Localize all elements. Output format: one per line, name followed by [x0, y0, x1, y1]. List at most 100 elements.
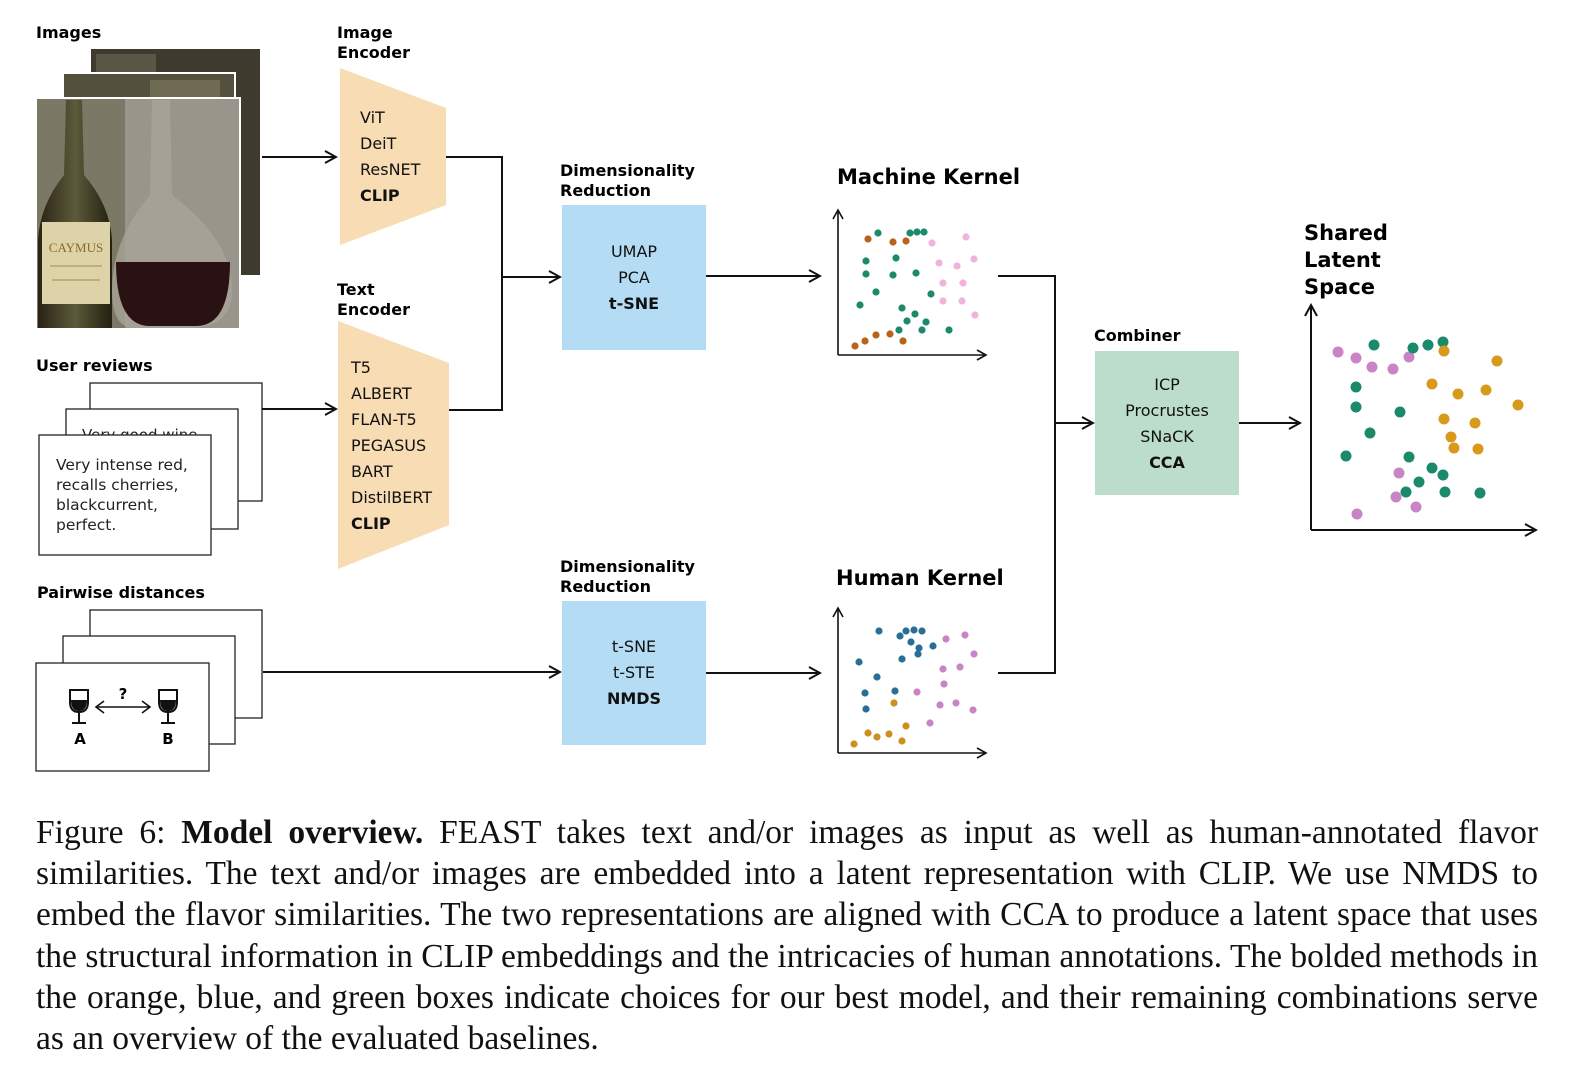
encoder-merge-connector — [446, 156, 503, 411]
machine-kernel-title: Machine Kernel — [837, 165, 1020, 189]
shared-space-point — [1413, 476, 1425, 488]
image-encoder-method: ResNET — [360, 160, 421, 179]
shared-space-point — [1474, 487, 1486, 499]
human-kernel-point — [873, 673, 881, 681]
image-stack: CAYMUS — [35, 47, 262, 330]
machine-kernel-axes — [832, 208, 988, 361]
shared-space-points — [1332, 336, 1524, 520]
shared-space-point — [1452, 388, 1464, 400]
machine-kernel-point — [889, 271, 897, 279]
machine-kernel-point — [862, 257, 870, 265]
machine-kernel-point — [862, 270, 870, 278]
dimred-bottom-method: NMDS — [607, 689, 661, 708]
review-text: Very intense red,recalls cherries,blackc… — [56, 456, 188, 534]
shared-space-point — [1394, 406, 1406, 418]
human-kernel-point — [918, 627, 926, 635]
shared-space-point — [1393, 467, 1405, 479]
dimred-top-box — [562, 205, 706, 350]
machine-kernel-point — [861, 337, 869, 345]
machine-kernel-point — [903, 317, 911, 325]
human-kernel-point — [936, 701, 944, 709]
machine-kernel-point — [971, 311, 979, 319]
pairwise-card-front — [35, 662, 210, 772]
human-kernel-point — [862, 705, 870, 713]
machine-kernel-point — [864, 235, 872, 243]
human-kernel-point — [914, 650, 922, 658]
text-encoder-method: PEGASUS — [351, 436, 426, 455]
combiner-title: Combiner — [1094, 326, 1181, 345]
model-overview-diagram: Images CAYMUS User reviews Very good win… — [35, 23, 1575, 772]
images-label: Images — [36, 23, 101, 42]
shared-space-point — [1512, 399, 1524, 411]
machine-kernel-point — [902, 237, 910, 245]
decanter-wine — [116, 262, 230, 326]
shared-space-point — [1387, 363, 1399, 375]
text-encoder-trapezoid — [338, 321, 449, 569]
machine-kernel-point — [872, 331, 880, 339]
combiner-box — [1095, 351, 1239, 495]
review-text-line: perfect. — [56, 516, 116, 534]
shared-space-point — [1350, 352, 1362, 364]
shared-space-point — [1448, 442, 1460, 454]
machine-kernel-point — [872, 288, 880, 296]
human-kernel-point — [926, 719, 934, 727]
human-kernel-point — [942, 635, 950, 643]
combiner-method: CCA — [1149, 453, 1185, 472]
machine-kernel-point — [889, 238, 897, 246]
shared-space-point — [1491, 355, 1503, 367]
text-encoder-method: BART — [351, 462, 393, 481]
shared-space-title-1: Shared — [1304, 221, 1388, 245]
machine-kernel-point — [912, 269, 920, 277]
machine-kernel-point — [927, 290, 935, 298]
image-encoder-method: ViT — [360, 108, 385, 127]
dimred-bottom-method: t-STE — [613, 663, 655, 682]
shared-space-point — [1437, 469, 1449, 481]
review-card-front — [38, 434, 212, 556]
text-encoder-method: FLAN-T5 — [351, 410, 417, 429]
shared-space-point — [1340, 450, 1352, 462]
pairwise-label-a: A — [74, 730, 86, 748]
human-kernel-point — [850, 740, 858, 748]
shared-space-point — [1438, 413, 1450, 425]
human-kernel-title: Human Kernel — [836, 566, 1004, 590]
human-kernel-point — [898, 655, 906, 663]
shared-space-point — [1426, 462, 1438, 474]
machine-kernel-point — [913, 228, 921, 236]
shared-space-point — [1426, 378, 1438, 390]
shared-space-point — [1351, 508, 1363, 520]
machine-kernel-point — [899, 337, 907, 345]
text-encoder-method: T5 — [350, 358, 371, 377]
human-kernel-point — [902, 722, 910, 730]
text-encoder-method: CLIP — [351, 514, 391, 533]
machine-kernel-point — [920, 228, 928, 236]
machine-kernel-point — [922, 318, 930, 326]
pairwise-distances-label: Pairwise distances — [37, 583, 205, 602]
combiner-method: SNaCK — [1140, 427, 1194, 446]
human-kernel-point — [956, 663, 964, 671]
dimred-bottom-title-2: Reduction — [560, 577, 651, 596]
machine-kernel-point — [856, 301, 864, 309]
text-encoder-method: ALBERT — [351, 384, 412, 403]
user-reviews-label: User reviews — [36, 356, 153, 375]
human-kernel-point — [898, 737, 906, 745]
dimred-top-method: PCA — [618, 268, 650, 287]
shared-space-point — [1403, 451, 1415, 463]
shared-space-title-3: Space — [1304, 275, 1375, 299]
pairwise-stack: ? A B — [35, 609, 263, 772]
dimred-bottom-method: t-SNE — [612, 637, 656, 656]
shared-space-point — [1403, 351, 1415, 363]
machine-kernel-point — [970, 255, 978, 263]
dimred-bottom-title-1: Dimensionality — [560, 557, 695, 576]
shared-space-point — [1438, 345, 1450, 357]
dimred-top-title-2: Reduction — [560, 181, 651, 200]
combiner-method: Procrustes — [1125, 401, 1209, 420]
review-text-line: blackcurrent, — [56, 496, 158, 514]
shared-space-point — [1368, 339, 1380, 351]
shared-space-point — [1439, 486, 1451, 498]
human-kernel-point — [896, 632, 904, 640]
image-encoder-method: DeiT — [360, 134, 397, 153]
shared-space-title-2: Latent — [1304, 248, 1381, 272]
shared-space-point — [1366, 361, 1378, 373]
